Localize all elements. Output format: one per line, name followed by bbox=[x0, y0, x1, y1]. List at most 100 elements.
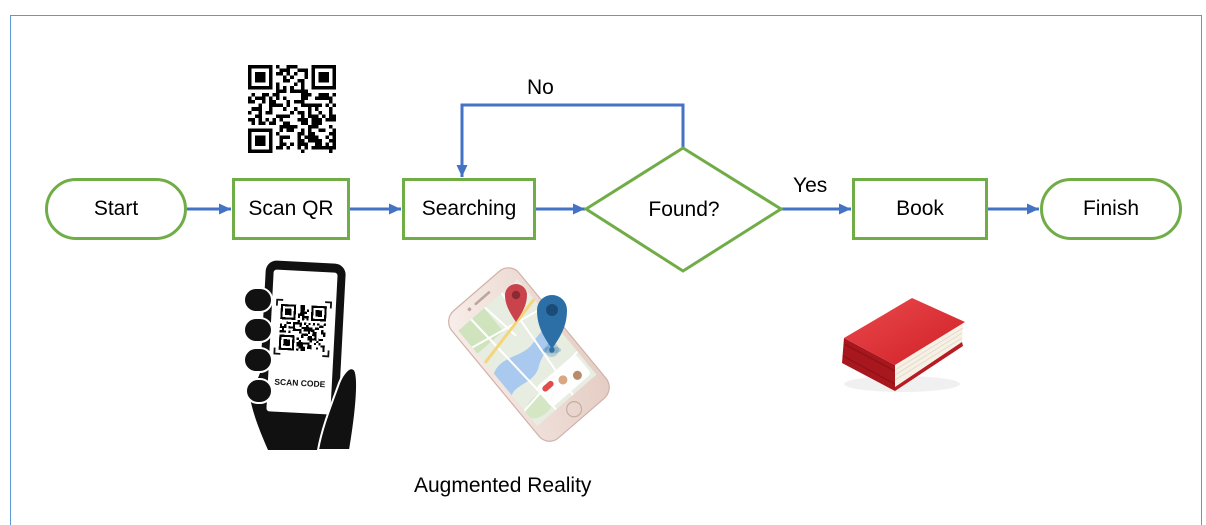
qr-module bbox=[272, 93, 277, 97]
qr-module bbox=[297, 320, 300, 323]
qr-module bbox=[251, 117, 256, 122]
ar-phone-home-button bbox=[566, 400, 583, 418]
qr-module bbox=[286, 79, 291, 83]
blue-location-pin-icon bbox=[537, 295, 567, 354]
book-back-cover-edge bbox=[895, 342, 963, 391]
ar-phone-device bbox=[448, 267, 610, 442]
scanner-phone: SCAN CODE bbox=[258, 260, 346, 424]
qr-module bbox=[302, 309, 305, 312]
qr-module bbox=[332, 117, 336, 122]
qr-module bbox=[293, 322, 296, 325]
node-start-label: Start bbox=[93, 196, 139, 220]
qr-module bbox=[269, 100, 273, 104]
qr-module bbox=[300, 117, 305, 122]
qr-module bbox=[286, 145, 291, 150]
qr-module bbox=[321, 330, 324, 333]
node-start: Start bbox=[45, 178, 187, 240]
qr-module bbox=[318, 117, 322, 122]
qr-module bbox=[311, 138, 315, 143]
qr-module bbox=[295, 322, 298, 325]
qr-module bbox=[304, 135, 308, 139]
qr-module bbox=[322, 349, 325, 353]
qr-module bbox=[304, 75, 308, 80]
qr-module bbox=[255, 135, 266, 146]
qr-module bbox=[309, 340, 312, 343]
qr-module bbox=[328, 114, 333, 118]
red-pin-body bbox=[505, 284, 527, 322]
qr-module bbox=[306, 309, 310, 312]
qr-module bbox=[304, 316, 307, 319]
qr-module bbox=[286, 135, 291, 139]
qr-module bbox=[307, 138, 312, 143]
qr-module bbox=[304, 311, 307, 314]
qr-module bbox=[276, 82, 280, 87]
decision-diamond bbox=[584, 146, 784, 273]
qr-module bbox=[332, 128, 336, 132]
qr-module bbox=[314, 135, 319, 139]
node-scan-qr: Scan QR bbox=[232, 178, 350, 240]
qr-module bbox=[269, 107, 273, 111]
qr-module bbox=[293, 100, 298, 104]
caption-augmented-reality: Augmented Reality bbox=[414, 474, 592, 497]
map-streets bbox=[470, 292, 579, 412]
qr-module bbox=[318, 138, 322, 143]
qr-module bbox=[307, 128, 312, 132]
qr-module bbox=[279, 103, 284, 108]
qr-module bbox=[283, 89, 287, 94]
scan-frame-corners bbox=[273, 298, 333, 358]
qr-module bbox=[297, 68, 301, 73]
qr-module bbox=[321, 145, 326, 150]
qr-module bbox=[288, 330, 291, 333]
qr-module bbox=[251, 100, 256, 104]
qr-module bbox=[321, 96, 326, 101]
node-finish: Finish bbox=[1040, 178, 1182, 240]
qr-module bbox=[276, 145, 280, 150]
qr-module bbox=[302, 307, 305, 310]
qr-module bbox=[272, 100, 277, 104]
qr-module bbox=[300, 114, 305, 118]
qr-module bbox=[279, 114, 284, 118]
qr-module bbox=[297, 322, 300, 325]
qr-module bbox=[296, 348, 299, 351]
qr-module bbox=[269, 103, 273, 108]
qr-module bbox=[314, 336, 317, 339]
qr-module bbox=[290, 75, 294, 80]
qr-module bbox=[325, 96, 329, 101]
qr-module bbox=[318, 145, 322, 150]
qr-module bbox=[332, 135, 336, 139]
qr-module bbox=[286, 65, 291, 69]
qr-module bbox=[272, 117, 277, 122]
qr-module bbox=[299, 331, 302, 334]
qr-module bbox=[307, 103, 312, 108]
qr-module bbox=[279, 124, 284, 129]
node-scan-qr-label: Scan QR bbox=[248, 196, 334, 220]
qr-module bbox=[307, 110, 312, 115]
qr-module bbox=[318, 103, 322, 108]
qr-module bbox=[302, 315, 305, 319]
qr-module bbox=[325, 117, 329, 122]
qr-module bbox=[279, 142, 284, 146]
qr-module bbox=[332, 131, 336, 136]
qr-module bbox=[309, 344, 312, 348]
qr-module bbox=[303, 329, 306, 332]
qr-module bbox=[312, 323, 316, 326]
qr-module bbox=[297, 89, 301, 94]
qr-module bbox=[293, 65, 298, 69]
qr-module bbox=[307, 107, 312, 111]
qr-module bbox=[299, 324, 302, 327]
qr-module bbox=[283, 75, 287, 80]
qr-module bbox=[314, 142, 319, 146]
qr-module bbox=[311, 114, 315, 118]
qr-module bbox=[305, 333, 308, 336]
qr-module bbox=[248, 100, 252, 104]
qr-module bbox=[311, 103, 315, 108]
qr-module bbox=[290, 142, 294, 146]
qr-module bbox=[298, 344, 301, 347]
finger-little bbox=[245, 378, 273, 404]
node-book: Book bbox=[852, 178, 988, 240]
qr-module bbox=[307, 344, 310, 348]
qr-module bbox=[314, 121, 319, 125]
qr-module bbox=[283, 86, 287, 90]
qr-module bbox=[288, 326, 291, 329]
qr-module bbox=[307, 346, 310, 350]
